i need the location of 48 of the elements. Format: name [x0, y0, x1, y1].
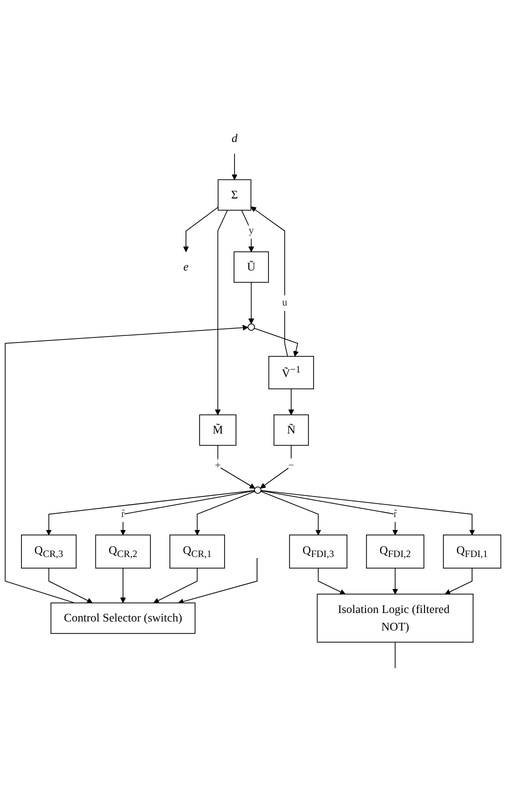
- node-circle: [248, 323, 255, 331]
- node-text: d: [232, 131, 238, 144]
- arrow: [46, 490, 255, 536]
- arrow: [232, 153, 238, 180]
- edge-label: u: [282, 297, 288, 308]
- arrow: [241, 210, 254, 252]
- connector: [394, 642, 396, 668]
- arrow: [260, 490, 398, 536]
- node-box: Q$_{FDI,1}$: [442, 534, 502, 568]
- node-box: Σ: [218, 179, 252, 210]
- node-box: Isolation Logic (filtered NOT): [316, 594, 474, 642]
- arrow: [260, 490, 322, 536]
- edge-label: +: [214, 460, 221, 472]
- arrow: [288, 388, 294, 415]
- node-box: M̃: [199, 414, 236, 446]
- edge-label: y: [248, 224, 254, 236]
- arrow: [217, 444, 256, 489]
- edge-label: −: [288, 460, 294, 472]
- arrow: [214, 210, 228, 415]
- arrow: [248, 282, 254, 324]
- arrow: [153, 568, 198, 603]
- node-box: Ñ: [274, 414, 309, 446]
- node-circle: [254, 486, 262, 494]
- arrow: [392, 568, 398, 594]
- node-box: Q$_{FDI,3}$: [289, 534, 348, 568]
- node-box: Q$_{CR,1}$: [169, 534, 225, 568]
- arrow: [260, 444, 292, 488]
- arrow: [194, 490, 256, 536]
- arrow: [120, 490, 255, 536]
- node-box: Q$_{FDI,2}$: [366, 534, 424, 568]
- node-box: Q$_{CR,3}$: [21, 534, 77, 568]
- node-box: Control Selector (switch): [50, 602, 196, 634]
- arrow: [318, 568, 346, 594]
- arrow: [444, 568, 472, 594]
- arrow: [4, 324, 248, 604]
- edge-label: r̃: [393, 508, 397, 520]
- arrow: [183, 206, 219, 252]
- node-text: e: [183, 260, 189, 274]
- arrow: [254, 328, 299, 356]
- edge-label: r̃: [121, 508, 125, 520]
- arrow: [120, 568, 126, 603]
- node-box: Q$_{CR,2}$: [95, 534, 151, 568]
- arrow: [250, 206, 288, 357]
- node-box: Ṽ$^{−1}$: [268, 356, 314, 390]
- arrow: [48, 568, 93, 603]
- arrow: [260, 490, 475, 536]
- node-box: Ũ: [234, 251, 269, 283]
- arrow: [178, 557, 258, 604]
